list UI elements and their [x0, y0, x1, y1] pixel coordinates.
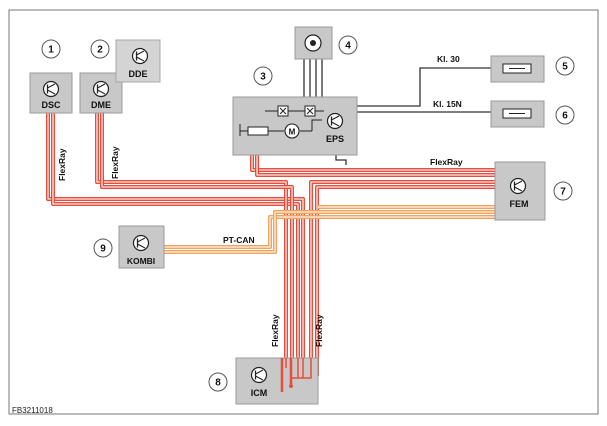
- power-wires: [303, 58, 495, 165]
- transistor-icon: [131, 47, 149, 65]
- transistor-icon: [326, 112, 344, 130]
- fuse-kl30: [490, 55, 545, 83]
- flexray-bus: [46, 113, 500, 392]
- svg-text:2: 2: [97, 45, 103, 56]
- svg-text:9: 9: [100, 244, 106, 255]
- kl30-label: Kl. 30: [437, 54, 460, 64]
- svg-text:M: M: [289, 128, 296, 137]
- dme-label: DME: [91, 100, 111, 110]
- svg-text:6: 6: [562, 111, 568, 122]
- callout-2: 2: [90, 39, 110, 59]
- callout-8: 8: [208, 372, 228, 392]
- pt-can-bus: [164, 205, 500, 254]
- ptcan-label: PT-CAN: [223, 235, 255, 245]
- callout-5: 5: [555, 56, 575, 76]
- transistor-icon: [132, 234, 150, 252]
- transistor-icon: [42, 80, 60, 98]
- callouts: 1 2 3 4 5 6 7 8 9: [41, 35, 575, 392]
- flexray-label-eps: FlexRay: [430, 157, 463, 167]
- fem-label: FEM: [510, 199, 529, 209]
- kombi-module: KOMBI: [118, 225, 165, 269]
- icm-bus-stubs: [280, 358, 312, 392]
- svg-text:4: 4: [345, 41, 351, 52]
- flexray-label-icm-left: FlexRay: [270, 314, 280, 347]
- fem-module: FEM: [494, 161, 546, 221]
- callout-4: 4: [338, 35, 358, 55]
- kombi-label: KOMBI: [127, 256, 155, 266]
- dme-module: DME: [79, 72, 123, 114]
- svg-text:5: 5: [562, 62, 568, 73]
- svg-text:1: 1: [48, 45, 54, 56]
- transistor-icon: [92, 80, 110, 98]
- flexray-label-dsc: FlexRay: [57, 148, 67, 181]
- dde-label: DDE: [128, 69, 147, 79]
- icm-module: ICM: [235, 357, 319, 405]
- kl15n-label: Kl. 15N: [433, 99, 462, 109]
- flexray-label-icm-right: FlexRay: [314, 314, 324, 347]
- sensor-component: [294, 26, 333, 60]
- flexray-label-dme: FlexRay: [110, 146, 120, 179]
- transistor-icon: [509, 177, 527, 195]
- dde-module: DDE: [115, 39, 161, 83]
- fuse-kl15n: [490, 100, 545, 128]
- eps-label: EPS: [326, 134, 344, 144]
- callout-1: 1: [41, 39, 61, 59]
- svg-text:7: 7: [560, 187, 566, 198]
- figure-id: FB3211018: [12, 406, 53, 415]
- callout-6: 6: [555, 105, 575, 125]
- svg-text:8: 8: [215, 378, 221, 389]
- callout-9: 9: [93, 238, 113, 258]
- transistor-icon: [250, 366, 268, 384]
- eps-module: M EPS: [232, 96, 358, 156]
- dsc-label: DSC: [41, 100, 61, 110]
- svg-text:3: 3: [260, 72, 266, 83]
- callout-3: 3: [253, 66, 273, 86]
- motor-icon: [284, 123, 300, 139]
- dsc-module: DSC: [29, 72, 73, 114]
- callout-7: 7: [553, 181, 573, 201]
- icm-label: ICM: [251, 388, 268, 398]
